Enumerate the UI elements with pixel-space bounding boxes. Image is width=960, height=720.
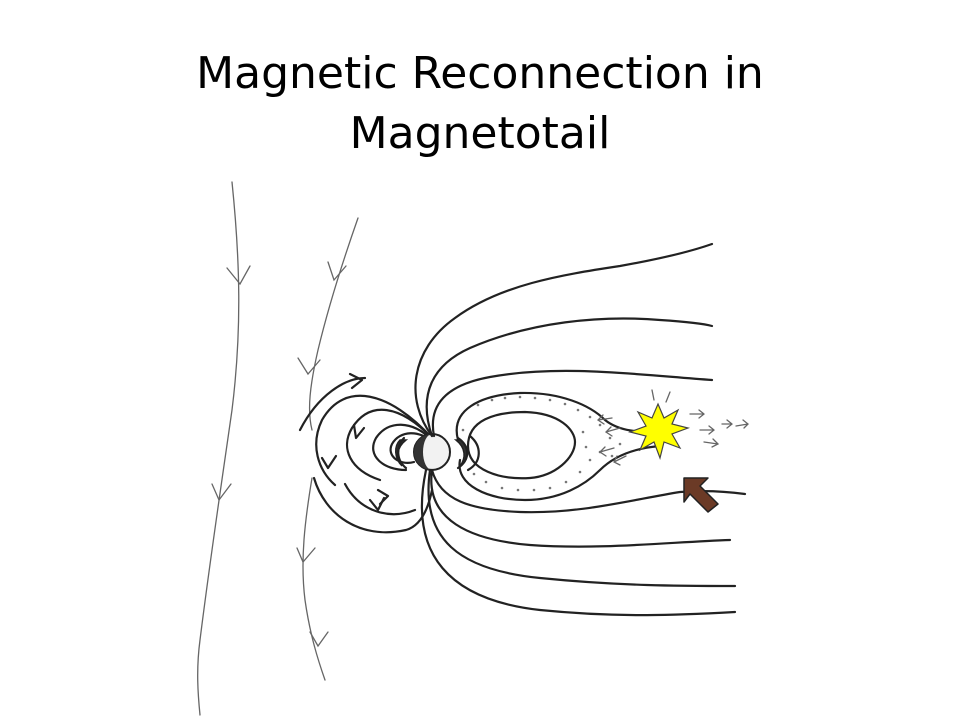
plasma-sheet-loop xyxy=(455,391,662,502)
dayside-field-lines xyxy=(298,372,434,534)
title-line-1: Magnetic Reconnection in xyxy=(196,48,764,99)
page-title: Magnetic Reconnection in Magnetotail xyxy=(80,44,880,164)
arrow-up-left-icon xyxy=(683,477,719,513)
plasma-dots xyxy=(461,395,622,492)
tail-field-lines-lower xyxy=(420,468,747,617)
flow-arrows xyxy=(596,389,749,466)
starburst-icon xyxy=(627,402,691,461)
solar-wind-field-line-outer xyxy=(197,181,251,716)
tail-field-lines-upper xyxy=(414,242,714,438)
earth-icon xyxy=(395,433,480,472)
title-line-2: Magnetotail xyxy=(349,108,611,159)
solar-wind-field-line-inner xyxy=(296,217,359,681)
